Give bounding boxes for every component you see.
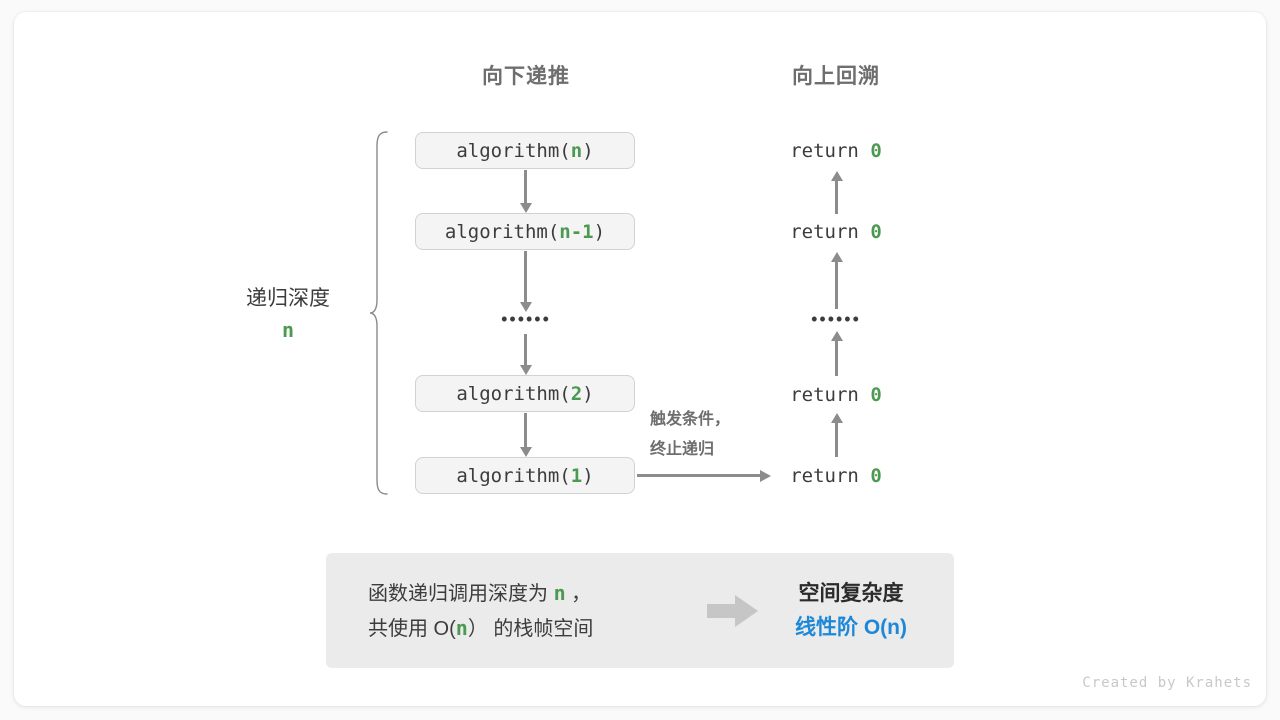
summary-description: 函数递归调用深度为 n ， 共使用 O(n） 的栈帧空间 xyxy=(326,576,698,646)
summary-line1-text-b: ， xyxy=(565,582,592,605)
call-box-n-arg: n xyxy=(570,139,583,162)
arrow-down-icon-3 xyxy=(524,334,527,366)
return-value-2: 0 xyxy=(870,221,882,243)
recursion-depth-label: 递归深度 xyxy=(246,287,330,310)
call-box-n1-arg: n-1 xyxy=(559,220,594,243)
heading-downward-recursion: 向下递推 xyxy=(482,65,570,88)
heading-upward-backtracking: 向上回溯 xyxy=(792,65,880,88)
return-keyword-3: return xyxy=(790,384,871,406)
arrow-up-icon-4 xyxy=(835,422,838,457)
return-value-1: 0 xyxy=(870,140,882,162)
call-box-2-prefix: algorithm( xyxy=(456,382,571,405)
recursion-depth-value: n xyxy=(281,318,295,342)
return-label-3: return 0 xyxy=(790,384,882,406)
call-box-2-suffix: ) xyxy=(582,382,594,405)
trigger-note-line2: 终止递归 xyxy=(650,441,715,458)
call-box-2: algorithm(2) xyxy=(415,375,635,412)
arrow-right-icon-base-case xyxy=(637,474,761,477)
arrow-up-icon-3 xyxy=(835,340,838,376)
complexity-title: 空间复杂度 xyxy=(798,581,904,605)
call-box-n1-prefix: algorithm( xyxy=(444,220,560,243)
arrow-down-icon-2 xyxy=(524,251,527,303)
call-box-1-arg: 1 xyxy=(570,464,583,487)
return-value-4: 0 xyxy=(870,465,882,487)
return-keyword-1: return xyxy=(790,140,871,162)
summary-line-2: 共使用 O(n） 的栈帧空间 xyxy=(368,611,698,646)
summary-line1-var: n xyxy=(553,580,566,605)
return-label-4: return 0 xyxy=(790,465,882,487)
arrow-down-icon-1 xyxy=(524,170,527,204)
call-box-n-minus-1: algorithm(n-1) xyxy=(415,213,635,250)
trigger-condition-note: 触发条件， 终止递归 xyxy=(650,405,730,465)
trigger-note-line1: 触发条件， xyxy=(650,411,731,428)
call-box-n1-suffix: ) xyxy=(593,220,606,243)
summary-line1-text-a: 函数递归调用深度为 xyxy=(368,582,554,605)
summary-line-1: 函数递归调用深度为 n ， xyxy=(368,576,698,611)
arrow-up-icon-2 xyxy=(835,261,838,309)
call-box-1-suffix: ) xyxy=(582,464,594,487)
block-arrow-right-icon xyxy=(698,594,768,628)
call-box-n: algorithm(n) xyxy=(415,132,635,169)
call-box-n-prefix: algorithm( xyxy=(456,139,571,162)
call-box-1: algorithm(1) xyxy=(415,457,635,494)
return-label-2: return 0 xyxy=(790,221,882,243)
summary-line2-text-a: 共使用 O( xyxy=(368,617,456,640)
return-keyword-2: return xyxy=(790,221,871,243)
summary-line2-var: n xyxy=(455,615,468,640)
complexity-result: 空间复杂度 线性阶 O(n) xyxy=(768,577,954,645)
summary-panel: 函数递归调用深度为 n ， 共使用 O(n） 的栈帧空间 空间复杂度 线性阶 O… xyxy=(326,553,954,668)
summary-line2-text-b: ） 的栈帧空间 xyxy=(467,617,594,640)
call-box-2-arg: 2 xyxy=(570,382,583,405)
ellipsis-left: •••••• xyxy=(501,309,551,329)
ellipsis-right: •••••• xyxy=(811,309,861,329)
return-keyword-4: return xyxy=(790,465,871,487)
call-box-1-prefix: algorithm( xyxy=(456,464,571,487)
curly-brace-icon xyxy=(368,130,390,496)
credit-text: Created by Krahets xyxy=(1082,675,1252,691)
arrow-down-icon-4 xyxy=(524,413,527,448)
arrow-up-icon-1 xyxy=(835,180,838,214)
return-value-3: 0 xyxy=(870,384,882,406)
complexity-value: 线性阶 O(n) xyxy=(795,615,907,639)
call-box-n-suffix: ) xyxy=(582,139,594,162)
return-label-1: return 0 xyxy=(790,140,882,162)
